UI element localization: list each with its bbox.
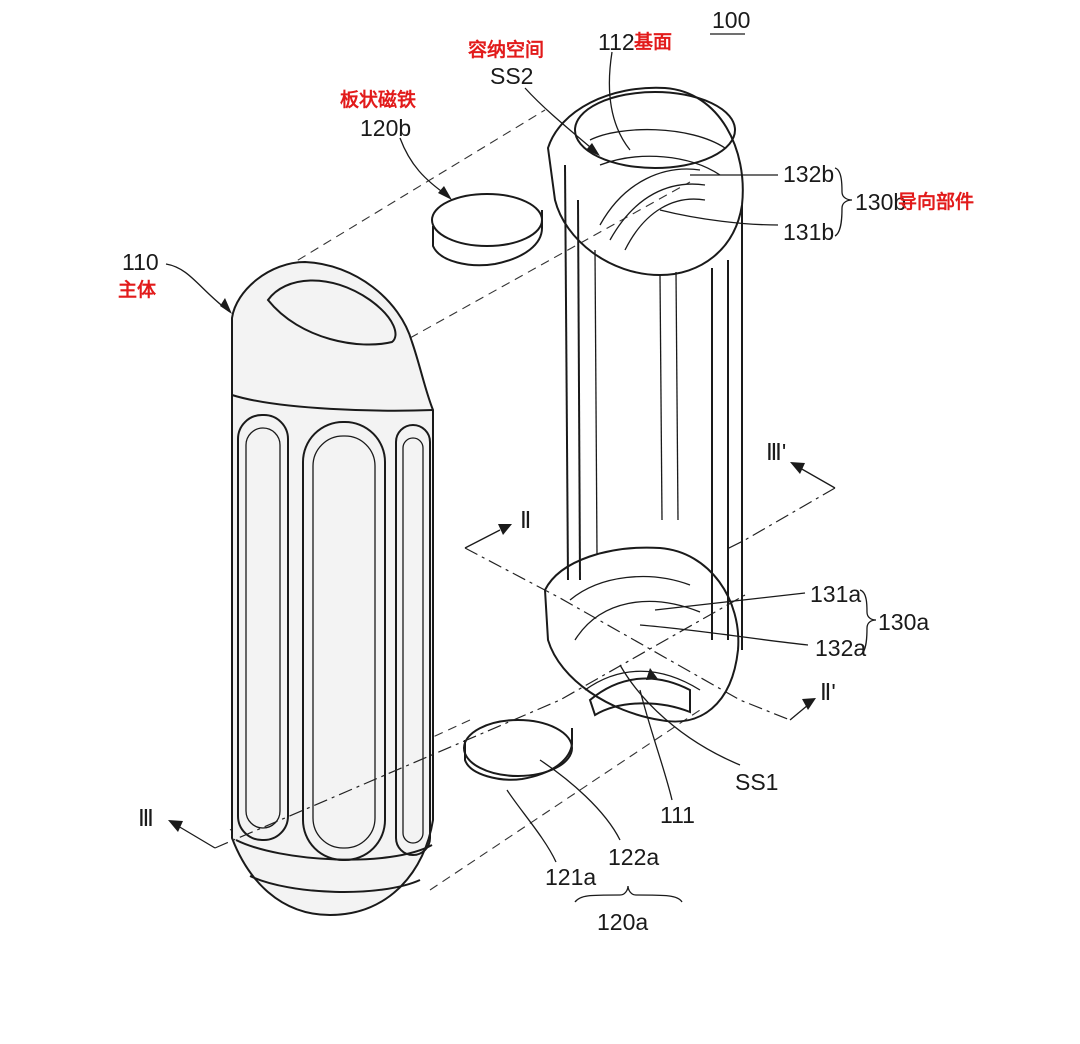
label-guide-bottom-ref-b: 132a: [815, 635, 866, 661]
label-guide-top-group: 130b: [855, 189, 906, 215]
label-magnet-ref-a: 121a: [545, 864, 596, 890]
label-guide-top-ref-b: 131b: [783, 219, 834, 245]
label-plate-name: 板状磁铁: [340, 88, 416, 111]
drawing-labels: 100 110 主体 板状磁铁 120b 容纳空间 SS2 112 基面 132…: [118, 7, 974, 935]
label-section2-left: Ⅱ: [520, 507, 531, 533]
label-base-name: 基面: [633, 30, 672, 53]
label-guide-top-ref-a: 132b: [783, 161, 834, 187]
label-guide-bottom-group: 130a: [878, 609, 929, 635]
label-plate-ref: 120b: [360, 115, 411, 141]
leader-lines: [165, 33, 877, 903]
label-base-ref: 112: [598, 29, 635, 55]
label-body-name: 主体: [118, 278, 157, 301]
label-magnet-ref-b: 122a: [608, 844, 659, 870]
disc-magnet-120a: [463, 719, 573, 781]
label-base-bottom-ref: 111: [660, 802, 695, 828]
label-space-ref: SS2: [490, 63, 533, 89]
label-section3-left: Ⅲ: [138, 805, 154, 831]
label-fig-number: 100: [712, 7, 750, 33]
label-guide-name: 导向部件: [898, 190, 974, 213]
section-arrows: [168, 462, 836, 849]
main-body-110: [231, 260, 434, 917]
guide-frame: [543, 86, 744, 723]
label-space-name: 容纳空间: [468, 38, 544, 61]
plate-magnet-120b: [431, 193, 543, 267]
label-body-ref: 110: [122, 249, 159, 275]
label-section2-right: Ⅱ': [820, 679, 836, 705]
label-space-bottom-ref: SS1: [735, 769, 778, 795]
label-section3-top: Ⅲ': [766, 439, 786, 465]
label-magnet-group: 120a: [597, 909, 648, 935]
label-guide-bottom-ref-a: 131a: [810, 581, 861, 607]
